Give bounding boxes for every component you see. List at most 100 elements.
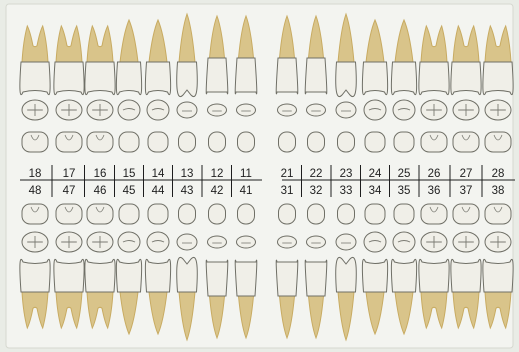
- lower-tooth-number: 36: [428, 185, 441, 197]
- lower-tooth-number: 46: [94, 185, 107, 197]
- upper-tooth-crown: [451, 62, 481, 95]
- lower-lingual-outline: [209, 204, 226, 224]
- upper-tooth-crown: [85, 62, 115, 95]
- lower-tooth-number: 41: [240, 185, 253, 197]
- upper-occlusal-outline: [278, 104, 297, 116]
- lower-tooth-crown: [85, 259, 115, 292]
- upper-tooth-crown: [391, 62, 416, 95]
- upper-occlusal-outline: [147, 100, 169, 120]
- upper-tooth-number: 28: [492, 168, 505, 180]
- upper-lingual-outline: [394, 132, 414, 152]
- upper-occlusal-outline: [208, 104, 227, 116]
- upper-lingual-outline: [453, 132, 479, 152]
- upper-tooth-crown: [483, 62, 513, 95]
- lower-tooth-number: 37: [460, 185, 473, 197]
- upper-tooth-number: 26: [428, 168, 441, 180]
- lower-lingual-outline: [119, 204, 139, 224]
- lower-lingual-outline: [365, 204, 385, 224]
- upper-tooth-crown: [276, 58, 298, 94]
- upper-occlusal-outline: [393, 100, 415, 120]
- lower-tooth-crown: [20, 259, 50, 292]
- upper-occlusal-outline: [336, 102, 356, 118]
- lower-occlusal-outline: [393, 232, 415, 252]
- lower-tooth-number: 47: [63, 185, 76, 197]
- lower-occlusal-outline: [237, 236, 256, 248]
- upper-tooth-number: 11: [240, 168, 252, 180]
- lower-lingual-outline: [56, 204, 82, 224]
- upper-tooth-crown: [145, 62, 170, 95]
- lower-tooth-number: 35: [398, 185, 411, 197]
- upper-occlusal-outline: [118, 100, 140, 120]
- lower-lingual-outline: [238, 204, 255, 224]
- lower-occlusal-outline: [336, 234, 356, 250]
- upper-lingual-outline: [308, 132, 325, 152]
- lower-lingual-outline: [279, 204, 296, 224]
- upper-tooth-crown: [305, 58, 327, 94]
- lower-tooth-crown: [391, 259, 416, 292]
- lower-tooth-number: 33: [340, 185, 353, 197]
- upper-tooth-number: 13: [181, 168, 194, 180]
- upper-tooth-crown: [235, 58, 257, 94]
- lower-occlusal-outline: [208, 236, 227, 248]
- upper-lingual-outline: [421, 132, 447, 152]
- lower-lingual-outline: [22, 204, 48, 224]
- lower-tooth-crown: [145, 259, 170, 292]
- upper-tooth-number: 17: [63, 168, 76, 180]
- lower-tooth-crown: [276, 260, 298, 296]
- upper-lingual-outline: [22, 132, 48, 152]
- upper-tooth-crown: [206, 58, 228, 94]
- upper-tooth-number: 21: [281, 168, 294, 180]
- lower-lingual-outline: [394, 204, 414, 224]
- upper-lingual-outline: [365, 132, 385, 152]
- lower-lingual-outline: [308, 204, 325, 224]
- lower-tooth-crown: [116, 259, 141, 292]
- lower-occlusal-outline: [147, 232, 169, 252]
- lower-tooth-number: 38: [492, 185, 505, 197]
- lower-occlusal-outline: [118, 232, 140, 252]
- lower-tooth-number: 44: [152, 185, 165, 197]
- lower-occlusal-outline: [307, 236, 326, 248]
- upper-tooth-number: 15: [123, 168, 136, 180]
- upper-lingual-outline: [87, 132, 113, 152]
- lower-tooth-crown: [451, 259, 481, 292]
- lower-tooth-crown: [483, 259, 513, 292]
- upper-occlusal-outline: [307, 104, 326, 116]
- upper-lingual-outline: [209, 132, 226, 152]
- upper-tooth-number: 18: [29, 168, 42, 180]
- upper-lingual-outline: [179, 132, 196, 152]
- lower-occlusal-outline: [364, 232, 386, 252]
- upper-lingual-outline: [119, 132, 139, 152]
- upper-lingual-outline: [485, 132, 511, 152]
- lower-lingual-outline: [148, 204, 168, 224]
- lower-tooth-number: 48: [29, 185, 42, 197]
- upper-lingual-outline: [338, 132, 355, 152]
- lower-occlusal-outline: [177, 234, 197, 250]
- upper-tooth-number: 22: [310, 168, 323, 180]
- upper-tooth-number: 14: [152, 168, 165, 180]
- upper-tooth-number: 27: [460, 168, 473, 180]
- lower-tooth-crown: [235, 260, 257, 296]
- lower-tooth-crown: [206, 260, 228, 296]
- upper-lingual-outline: [238, 132, 255, 152]
- upper-occlusal-outline: [364, 100, 386, 120]
- lower-tooth-number: 31: [281, 185, 294, 197]
- lower-tooth-number: 32: [310, 185, 323, 197]
- lower-tooth-number: 43: [181, 185, 194, 197]
- lower-lingual-outline: [179, 204, 196, 224]
- upper-tooth-crown: [362, 62, 387, 95]
- upper-tooth-crown: [116, 62, 141, 95]
- lower-tooth-number: 34: [369, 185, 382, 197]
- lower-lingual-outline: [421, 204, 447, 224]
- lower-lingual-outline: [485, 204, 511, 224]
- lower-tooth-number: 42: [211, 185, 224, 197]
- lower-tooth-crown: [54, 259, 84, 292]
- upper-tooth-number: 23: [340, 168, 353, 180]
- lower-tooth-crown: [305, 260, 327, 296]
- upper-lingual-outline: [56, 132, 82, 152]
- upper-lingual-outline: [148, 132, 168, 152]
- lower-tooth-crown: [419, 259, 449, 292]
- upper-tooth-crown: [20, 62, 50, 95]
- lower-lingual-outline: [338, 204, 355, 224]
- upper-tooth-number: 16: [94, 168, 107, 180]
